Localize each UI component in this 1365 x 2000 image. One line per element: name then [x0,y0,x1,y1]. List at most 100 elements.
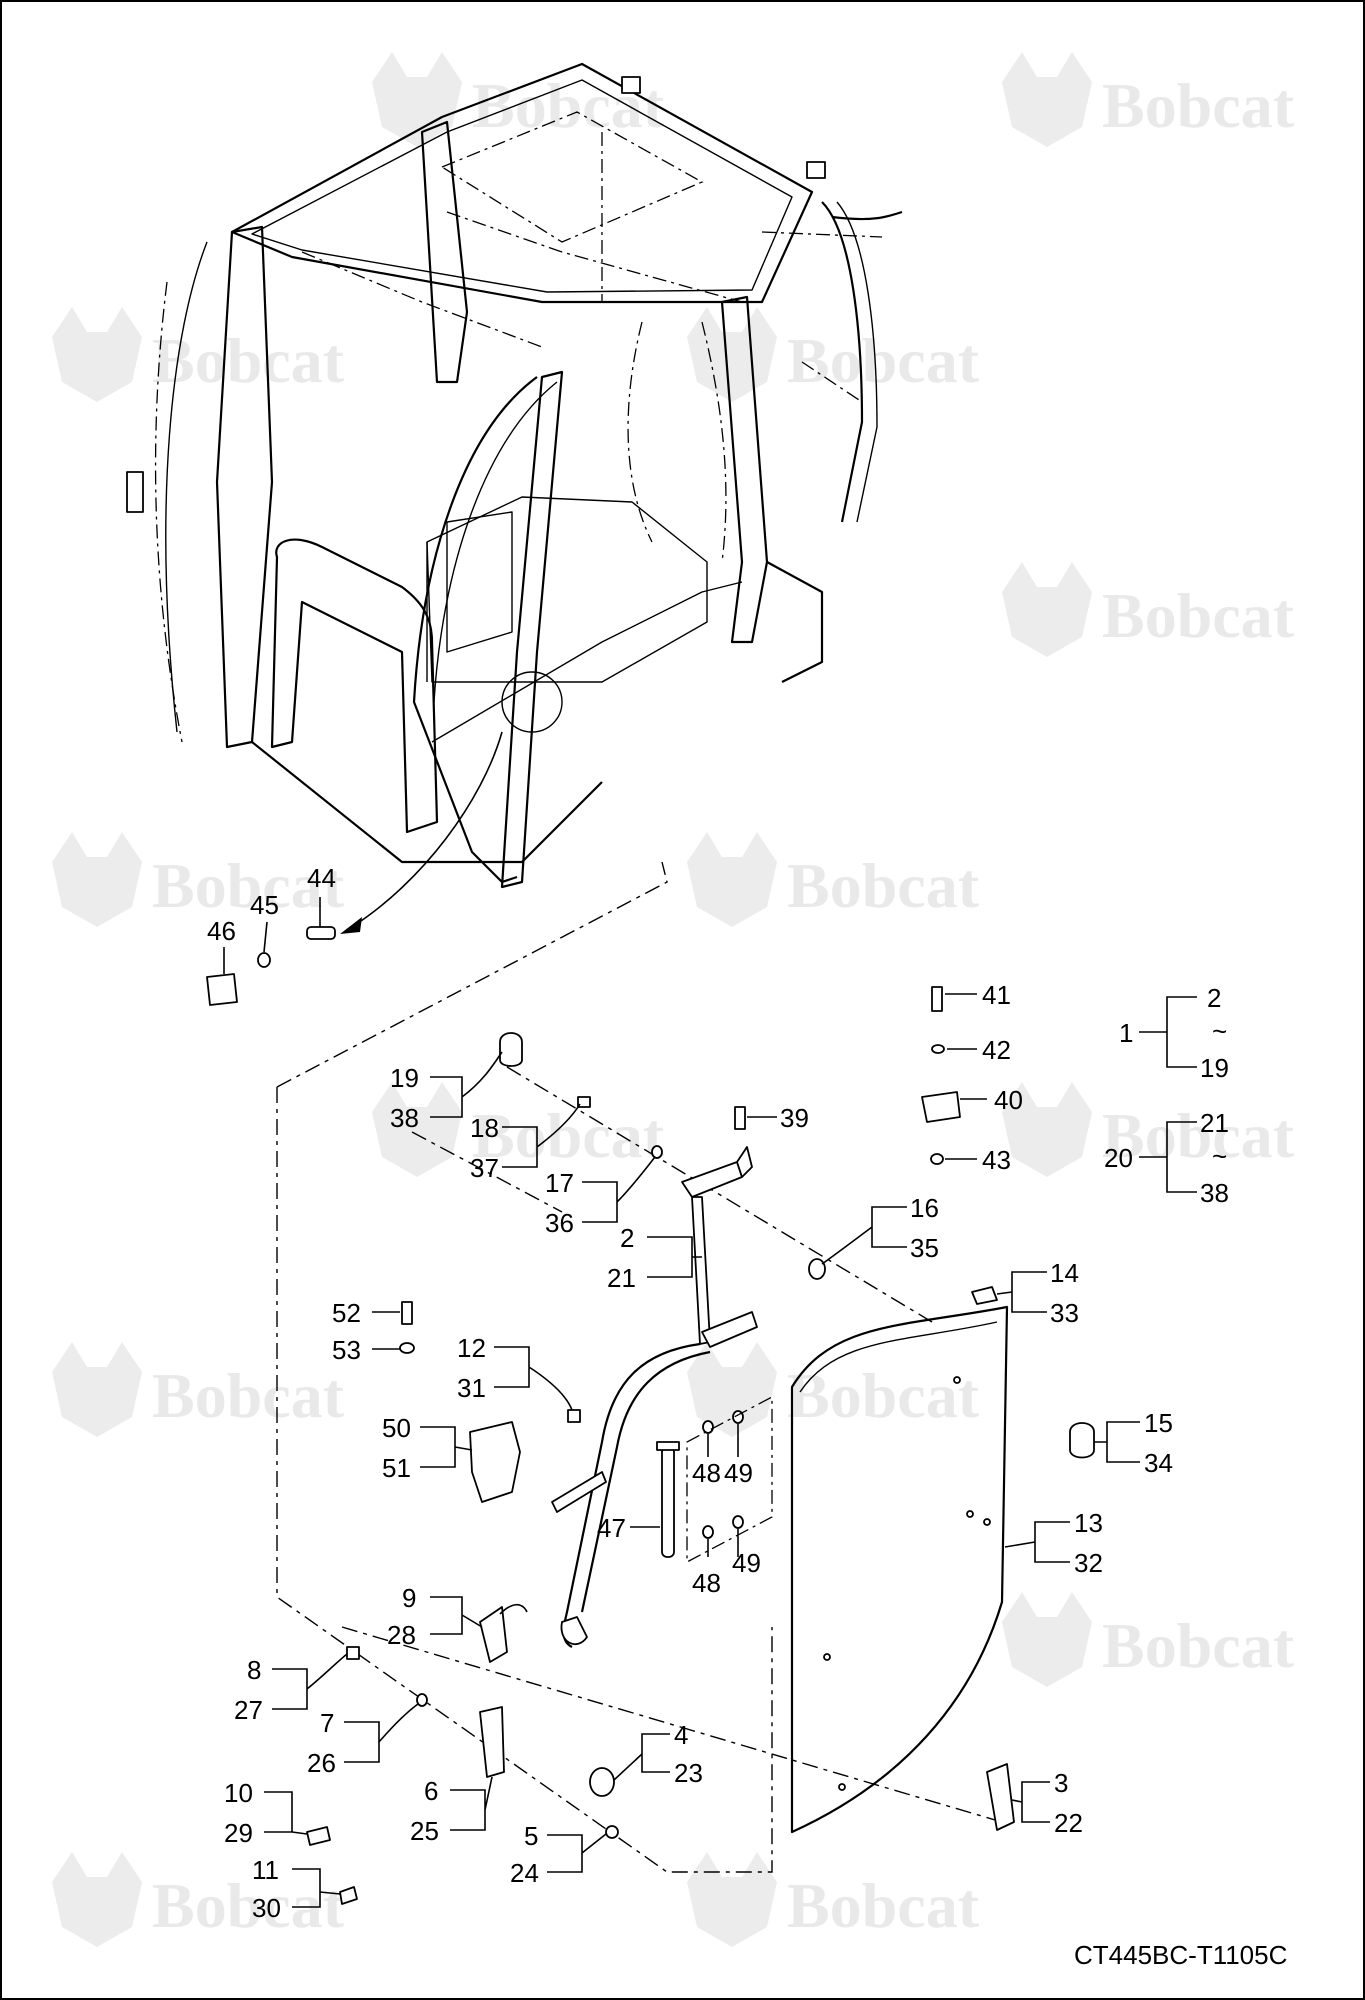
callout-11: 11 [252,1855,279,1885]
callout-46: 46 [207,916,236,946]
callout-28: 28 [387,1620,416,1650]
range-start: 2 [1207,983,1221,1013]
door-assembly-boundary [276,861,1003,1873]
leader-lines [223,897,1197,1908]
hardware-parts [206,926,1095,1905]
bobcat-head-icon [1002,562,1092,657]
callout-2: 2 [620,1223,634,1253]
callout-42: 42 [982,1035,1011,1065]
range-end: 19 [1200,1053,1229,1083]
bobcat-head-icon [52,832,142,927]
bobcat-head-icon [372,52,462,147]
callout-49: 49 [724,1458,753,1488]
callout-17: 17 [545,1168,574,1198]
callout-14: 14 [1050,1258,1079,1288]
assembly-number: 20 [1104,1143,1133,1173]
watermark-text: Bobcat [787,850,980,921]
callout-8: 8 [247,1655,261,1685]
watermark-logo: Bobcat [1002,1592,1295,1687]
callout-4: 4 [674,1720,688,1750]
callout-48: 48 [692,1458,721,1488]
watermark-logo: Bobcat [372,52,665,147]
callout-52: 52 [332,1298,361,1328]
callout-37: 37 [470,1153,499,1183]
bobcat-head-icon [52,1342,142,1437]
callout-15: 15 [1144,1408,1173,1438]
callout-47: 47 [597,1513,626,1543]
range-start: 21 [1200,1108,1229,1138]
bobcat-head-icon [687,307,777,402]
callout-45: 45 [250,890,279,920]
assembly-number: 1 [1119,1018,1133,1048]
watermark-logo: Bobcat [1002,52,1295,147]
watermark-text: Bobcat [152,1360,345,1431]
detail-circle [501,671,563,733]
callout-13: 13 [1074,1508,1103,1538]
bobcat-head-icon [52,307,142,402]
callout-49: 49 [732,1548,761,1578]
range-tilde: ~ [1212,1141,1227,1171]
drawing-code: CT445BC-T1105C [1074,1940,1287,1970]
watermark-logo: Bobcat [687,1852,980,1947]
watermark-logo: Bobcat [52,832,345,927]
callout-31: 31 [457,1373,486,1403]
callout-26: 26 [307,1748,336,1778]
watermark-text: Bobcat [787,1870,980,1941]
callout-29: 29 [224,1818,253,1848]
watermark-text: Bobcat [787,325,980,396]
watermark-text: Bobcat [1102,1100,1295,1171]
callout-24: 24 [510,1858,539,1888]
door-hinge-frame [551,1146,758,1648]
watermark-text: Bobcat [1102,1610,1295,1681]
callout-27: 27 [234,1695,263,1725]
callout-38: 38 [390,1103,419,1133]
bobcat-head-icon [372,1082,462,1177]
callout-39: 39 [780,1103,809,1133]
callout-18: 18 [470,1113,499,1143]
callout-32: 32 [1074,1548,1103,1578]
callout-23: 23 [674,1758,703,1788]
callout-9: 9 [402,1583,416,1613]
door-panel [790,1305,1009,1834]
callout-21: 21 [607,1263,636,1293]
callout-19: 19 [390,1063,419,1093]
watermark-logo: Bobcat [687,307,980,402]
bobcat-head-icon [1002,1592,1092,1687]
watermark-logo: Bobcat [1002,1082,1295,1177]
bobcat-head-icon [687,832,777,927]
watermark-text: Bobcat [152,325,345,396]
range-tilde: ~ [1212,1016,1227,1046]
watermark-text: Bobcat [1102,580,1295,651]
bobcat-head-icon [1002,52,1092,147]
callout-12: 12 [457,1333,486,1363]
callout-25: 25 [410,1816,439,1846]
watermark-logo: Bobcat [52,1852,345,1947]
callout-16: 16 [910,1193,939,1223]
watermark-logo: Bobcat [687,1342,980,1437]
bobcat-head-icon [687,1342,777,1437]
watermark-text: Bobcat [1102,70,1295,141]
watermark-layer: Bobcat Bobcat Bobcat Bobcat Bobcat Bobca… [52,52,1295,1947]
watermark-logo: Bobcat [52,307,345,402]
callout-50: 50 [382,1413,411,1443]
assembly-range-key-20: 20 21 ~ 38 [1104,1108,1229,1208]
callout-3: 3 [1054,1768,1068,1798]
callout-44: 44 [307,863,336,893]
callout-labels: 44 45 46 41 42 40 43 39 19 38 18 37 17 3… [207,863,1173,1923]
callout-33: 33 [1050,1298,1079,1328]
bobcat-head-icon [687,1852,777,1947]
watermark-text: Bobcat [152,1870,345,1941]
callout-40: 40 [994,1085,1023,1115]
watermark-text: Bobcat [787,1360,980,1431]
callout-41: 41 [982,980,1011,1010]
callout-43: 43 [982,1145,1011,1175]
range-end: 38 [1200,1178,1229,1208]
watermark-logo: Bobcat [52,1342,345,1437]
callout-7: 7 [320,1708,334,1738]
callout-30: 30 [252,1893,281,1923]
callout-34: 34 [1144,1448,1173,1478]
callout-53: 53 [332,1335,361,1365]
callout-51: 51 [382,1453,411,1483]
